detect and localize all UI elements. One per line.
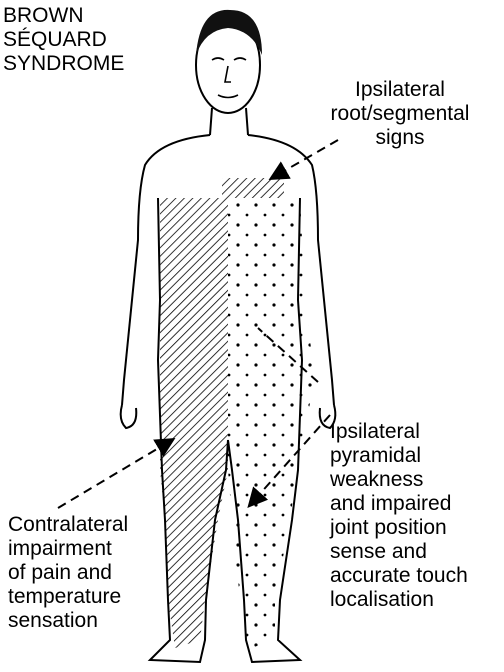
label-contralateral-impairment: Contralateral impairment of pain and tem… (8, 513, 128, 633)
ipsilateral-dotted-region (228, 198, 315, 650)
segmental-band (222, 178, 284, 198)
label-ipsilateral-weakness: Ipsilateral pyramidal weakness and impai… (330, 420, 468, 612)
label-root-segmental-signs: Ipsilateral root/segmental signs (300, 78, 500, 150)
left-hand (121, 405, 137, 428)
arrow-contralateral (58, 440, 172, 508)
face-features (212, 58, 246, 98)
diagram-title: BROWN SÉQUARD SYNDROME (3, 4, 124, 76)
hair (196, 10, 262, 55)
contralateral-hatched-region (160, 198, 228, 648)
